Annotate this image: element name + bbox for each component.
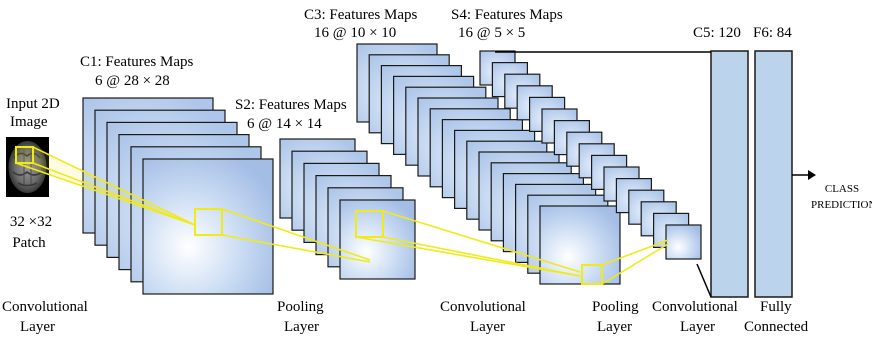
pool-layer-1-line1: Pooling xyxy=(277,299,324,315)
conv-layer-1-line1: Convolutional xyxy=(2,299,88,315)
s2-to-c3-connector-a xyxy=(382,210,581,273)
c3-kernel-box xyxy=(581,264,603,285)
c3-to-s4-connector-b xyxy=(601,243,669,285)
s2-to-c3-connector-c xyxy=(355,236,581,277)
s2-title: S2: Features Maps xyxy=(235,97,347,113)
c3-to-s4-connector-a xyxy=(601,239,669,266)
input-title-line1: Input 2D xyxy=(6,96,60,112)
s2-feature-map-6 xyxy=(339,199,416,280)
pool-layer-2-line2: Layer xyxy=(597,319,632,335)
fully-connected-line1: Fully xyxy=(760,299,792,315)
c3-title: C3: Features Maps xyxy=(304,7,418,23)
c1-feature-map-stack xyxy=(82,97,274,295)
f6-title: F6: 84 xyxy=(753,25,792,41)
conv-layer-3-line1: Convolutional xyxy=(652,299,738,315)
s4-dims: 16 @ 5 × 5 xyxy=(458,25,526,41)
receptive-field-connectors xyxy=(15,146,669,285)
conv-layer-2-line1: Convolutional xyxy=(440,299,526,315)
c3-dims: 16 @ 10 × 10 xyxy=(314,25,397,41)
input-title-line2: Image xyxy=(10,114,48,130)
c1-to-s2-connector-a xyxy=(221,208,371,261)
class-prediction-line2: PREDICTION xyxy=(811,199,872,211)
fully-connected-line2: Connected xyxy=(744,319,809,335)
s4-feature-map-16 xyxy=(665,224,702,260)
input-size-label: 32 ×32 xyxy=(9,214,53,230)
s4-to-c5-line-bottom xyxy=(696,263,712,298)
c3-feature-map-stack xyxy=(356,43,621,285)
pool-layer-2-line1: Pooling xyxy=(592,299,639,315)
c3-feature-map-16 xyxy=(539,205,621,285)
c1-title: C1: Features Maps xyxy=(80,54,194,70)
c1-to-s2-connector-b xyxy=(221,234,371,263)
c1-dims: 6 @ 28 × 28 xyxy=(95,73,170,89)
s2-feature-map-stack xyxy=(279,138,416,280)
conv-layer-2-line2: Layer xyxy=(470,319,505,335)
pool-layer-1-line2: Layer xyxy=(284,319,319,335)
arrow-right-icon xyxy=(792,170,816,180)
conv-layer-1-line2: Layer xyxy=(20,319,55,335)
s4-feature-map-stack xyxy=(479,50,702,260)
input-patch-label: Patch xyxy=(12,235,46,251)
s2-kernel-box xyxy=(355,210,384,238)
class-prediction-line1: CLASS xyxy=(824,183,860,195)
s2-dims: 6 @ 14 × 14 xyxy=(247,116,322,132)
c5-fully-connected-layer xyxy=(710,50,749,298)
conv-layer-3-line2: Layer xyxy=(680,319,715,335)
c5-title: C5: 120 xyxy=(693,25,741,41)
c1-feature-map-6 xyxy=(142,158,274,295)
c1-kernel-box xyxy=(194,208,223,236)
s4-title: S4: Features Maps xyxy=(451,7,563,23)
f6-fully-connected-layer xyxy=(754,50,793,298)
